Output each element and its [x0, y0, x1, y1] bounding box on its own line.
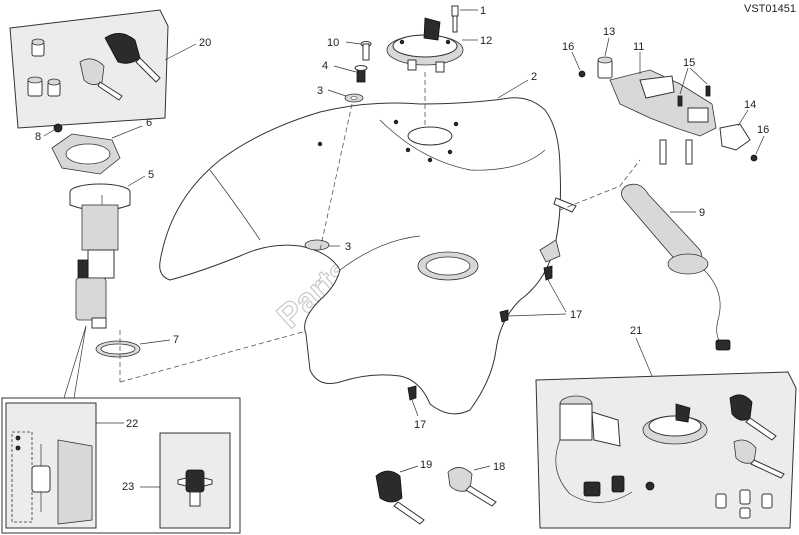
- part-14-lock-cover: [719, 123, 751, 151]
- callout-16-top: 16: [562, 41, 574, 53]
- fuel-filler-opening: [407, 126, 453, 146]
- callout-11: 11: [633, 41, 644, 53]
- part-13-lock-cylinder: [597, 56, 613, 79]
- part-7-sealing-ring: [95, 340, 141, 358]
- callout-5: 5: [148, 169, 154, 181]
- part-18-key-grey: [447, 467, 497, 507]
- callout-15: 15: [683, 57, 695, 69]
- diagram-code: VST01451: [744, 3, 796, 15]
- part-1-bolt: [451, 5, 459, 33]
- lock-cylinder-small-a: [31, 38, 45, 57]
- rubber-grommet: [304, 239, 330, 251]
- callout-3-bottom: 3: [345, 241, 351, 253]
- callout-3-top: 3: [317, 85, 323, 97]
- part-15-screws: [659, 85, 711, 165]
- part-3-washer-top: [344, 93, 364, 103]
- kit-key-a: [729, 394, 777, 441]
- kit-lock-cylinders: [645, 481, 773, 519]
- callout-1: 1: [480, 5, 486, 17]
- callout-7: 7: [173, 334, 179, 346]
- part-8-screw: [53, 123, 63, 133]
- part-17-clip-b: [407, 385, 417, 401]
- ignition-switch: [555, 395, 633, 503]
- part-12-filler-cap: [386, 17, 464, 73]
- lock-cylinder-small-b: [27, 76, 61, 97]
- callout-18: 18: [493, 461, 505, 473]
- part-16-screw-bottom: [750, 154, 758, 162]
- callout-21: 21: [630, 325, 642, 337]
- part-5-fuel-pump: [69, 183, 131, 329]
- callout-9: 9: [699, 207, 705, 219]
- callout-8: 8: [35, 131, 41, 143]
- callout-20: 20: [199, 37, 211, 49]
- callout-12: 12: [480, 35, 492, 47]
- callout-6: 6: [146, 117, 152, 129]
- callout-17-right: 17: [570, 309, 582, 321]
- part-4-spacer: [354, 65, 368, 83]
- detail-23-panel: [159, 432, 231, 529]
- key-blank-a: [104, 33, 161, 83]
- key-blank-b: [79, 58, 123, 101]
- kit-21-panel: [535, 371, 797, 529]
- kit-20-panel: [9, 9, 197, 129]
- callout-22: 22: [126, 418, 138, 430]
- part-17-clip-a: [499, 265, 553, 323]
- part-2-fuel-tank: [159, 97, 577, 415]
- callout-17-bottom: 17: [414, 419, 426, 431]
- part-9-fuel-hose: [621, 183, 731, 351]
- detail-22-panel: [5, 402, 97, 529]
- callout-19: 19: [420, 459, 432, 471]
- callout-2: 2: [531, 71, 537, 83]
- part-11-bracket: [609, 69, 717, 137]
- part-6-gasket: [51, 133, 121, 175]
- callout-10: 10: [327, 37, 339, 49]
- callout-23: 23: [122, 481, 134, 493]
- part-19-key-dark: [375, 470, 425, 525]
- callout-13: 13: [603, 26, 615, 38]
- kit-filler-cap: [642, 403, 708, 445]
- callout-4: 4: [322, 60, 328, 72]
- kit-key-b: [733, 439, 785, 479]
- part-10-bolt: [360, 41, 372, 61]
- callout-14: 14: [744, 99, 756, 111]
- part-16-screw-top: [578, 70, 586, 78]
- callout-16-bottom: 16: [757, 124, 769, 136]
